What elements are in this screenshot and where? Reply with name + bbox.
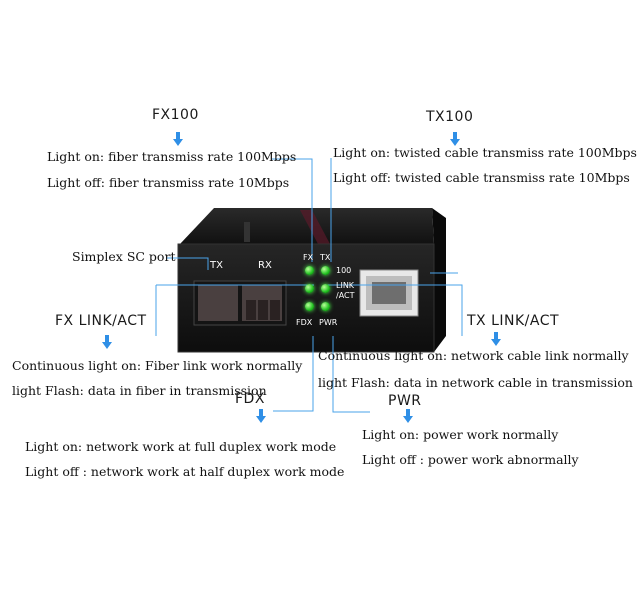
led-label-act: /ACT <box>336 291 355 300</box>
pwr-arrow-icon <box>403 409 413 423</box>
led-label-tx: TX <box>320 253 331 262</box>
led-tx-link <box>321 284 330 293</box>
fx-link-heading: FX LINK/ACT <box>55 313 147 329</box>
leader-tx-link <box>326 284 463 336</box>
device-top-label <box>244 222 250 242</box>
sc-port-tx <box>198 285 238 321</box>
device-side <box>432 208 446 352</box>
device-top-stripe <box>300 210 330 244</box>
port-label-rx: RX <box>258 260 272 271</box>
led-fdx <box>305 302 314 311</box>
leader-lines <box>155 158 463 413</box>
sc-port-rx-slot-3 <box>270 300 280 320</box>
leader-fx100 <box>272 158 313 262</box>
sc-port-rx-slot-2 <box>258 300 268 320</box>
fdx-line-2: Light off : network work at half duplex … <box>25 464 345 479</box>
tx100-heading: TX100 <box>426 109 474 125</box>
leader-pwr <box>332 336 370 413</box>
led-fx <box>305 266 314 275</box>
led-label-fx: FX <box>303 253 314 262</box>
pwr-line-2: Light off : power work abnormally <box>362 452 579 467</box>
led-label-pwr: PWR <box>319 318 338 327</box>
tx-link-heading: TX LINK/ACT <box>467 313 560 329</box>
fx-link-arrow-icon <box>102 335 112 349</box>
device-top-surface <box>180 208 434 244</box>
fx100-line-1: Light on: fiber transmiss rate 100Mbps <box>47 149 297 164</box>
led-label-fdx: FDX <box>296 318 313 327</box>
led-tx <box>321 266 330 275</box>
fx100-arrow-icon <box>173 132 183 146</box>
tx-link-arrow-icon <box>491 332 501 346</box>
leader-sc-port <box>166 257 209 270</box>
led-pwr <box>321 302 330 311</box>
tx-link-line-2: light Flash: data in network cable in tr… <box>318 375 633 390</box>
fdx-line-1: Light on: network work at full duplex wo… <box>25 439 337 454</box>
port-label-tx: TX <box>210 260 223 271</box>
led-label-link: LINK <box>336 281 355 290</box>
fx100-line-2: Light off: fiber transmiss rate 10Mbps <box>47 175 290 190</box>
sc-port-rx-slot-1 <box>246 300 256 320</box>
led-label-100: 100 <box>336 266 352 275</box>
leader-fdx <box>273 336 314 412</box>
tx100-line-2: Light off: twisted cable transmiss rate … <box>333 170 630 185</box>
media-converter-device <box>155 158 463 413</box>
led-fx-link <box>305 284 314 293</box>
tx100-line-1: Light on: twisted cable transmiss rate 1… <box>333 145 637 160</box>
fx-link-line-1: Continuous light on: Fiber link work nor… <box>12 358 303 373</box>
fx-link-line-2: light Flash: data in fiber in transmissi… <box>12 383 267 398</box>
tx-link-line-1: Continuous light on: network cable link … <box>318 348 629 363</box>
fdx-arrow-icon <box>256 409 266 423</box>
pwr-heading: PWR <box>388 393 422 409</box>
sc-port-label: Simplex SC port <box>72 249 176 264</box>
media-converter-diagram: TX RX FX TX 100 LINK /ACT FDX PWR FX100 … <box>12 107 637 479</box>
fdx-heading: FDX <box>235 391 265 407</box>
rj45-port-socket <box>372 282 406 304</box>
fx100-heading: FX100 <box>152 107 199 123</box>
tx100-arrow-icon <box>450 132 460 146</box>
pwr-line-1: Light on: power work normally <box>362 427 559 442</box>
